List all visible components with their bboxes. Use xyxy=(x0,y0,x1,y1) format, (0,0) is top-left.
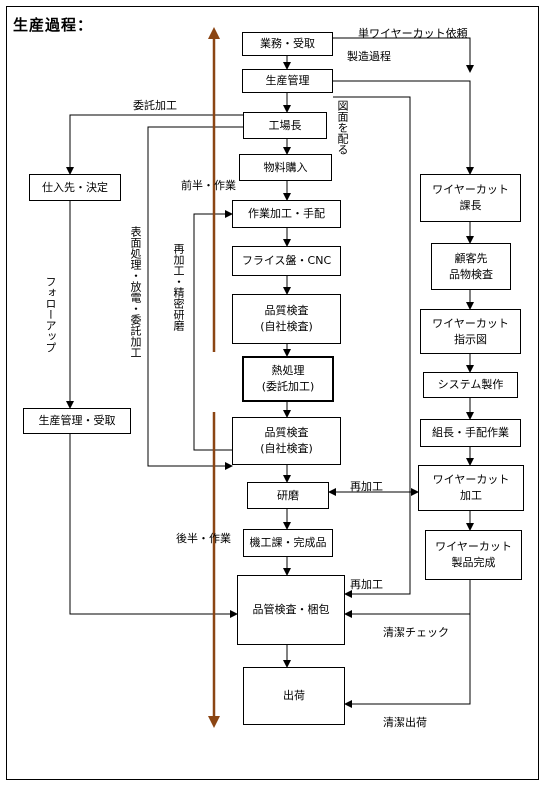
box-wc-chief: ワイヤーカット 課長 xyxy=(420,174,521,222)
arrow-drawing-to-finalqc xyxy=(333,96,411,598)
box-heat: 熱処理 (委託加工) xyxy=(242,356,334,402)
box-wc-complete: ワイヤーカット 製品完成 xyxy=(425,530,522,580)
box-system: システム製作 xyxy=(423,372,518,398)
box-ship: 出荷 xyxy=(243,667,345,725)
box-qc1: 品質検査 (自社検査) xyxy=(232,294,341,344)
box-grinding: 研磨 xyxy=(247,482,329,509)
box-final-qc: 品管検査・梱包 xyxy=(237,575,345,645)
box-prod-mgmt-recv: 生産管理・受取 xyxy=(23,408,131,434)
box-supplier: 仕入先・決定 xyxy=(29,174,121,201)
box-foreman: 組長・手配作業 xyxy=(420,419,521,447)
box-work-arrange: 作業加工・手配 xyxy=(232,200,341,228)
page-title: 生産過程： xyxy=(13,16,94,34)
label-rework-finalqc: 再加工 xyxy=(350,578,383,591)
arrow-surface-loop xyxy=(147,126,243,470)
label-rework-grinding: 再加工 xyxy=(350,480,383,493)
label-mfg-process: 製造過程 xyxy=(347,50,391,63)
box-machining-done: 機工課・完成品 xyxy=(243,529,333,557)
label-clean-check: 清潔チェック xyxy=(383,626,449,639)
box-milling: フライス盤・CNC xyxy=(232,246,341,276)
box-prod-mgmt: 生産管理 xyxy=(242,69,333,93)
arrow-to-ship xyxy=(344,614,471,708)
arrow-outsourcing-to-supplier xyxy=(66,114,243,175)
label-second-half: 後半・作業 xyxy=(176,532,231,545)
box-qc2: 品質検査 (自社検査) xyxy=(232,417,341,465)
box-purchase: 物料購入 xyxy=(239,154,332,181)
diagram-frame xyxy=(6,6,539,780)
box-wc-processing: ワイヤーカット 加工 xyxy=(418,465,524,511)
label-surface-treatment: 表面処理・放電・委託加工 xyxy=(129,226,142,358)
box-customer-insp: 顧客先 品物検査 xyxy=(431,243,511,290)
arrow-recv-to-finalqc xyxy=(69,434,238,618)
arrow-prodmgmt-to-wcchief xyxy=(333,80,474,175)
arrow-sales-to-right xyxy=(333,37,474,73)
box-factory-head: 工場長 xyxy=(243,112,327,139)
label-rework-precision: 再加工・精密研磨 xyxy=(172,243,185,331)
label-clean-ship: 清潔出荷 xyxy=(383,716,427,729)
label-outsourcing: 委託加工 xyxy=(133,99,177,112)
label-drawing: 図面を配る xyxy=(336,100,349,155)
label-follow-up: フォローアップ xyxy=(44,276,57,353)
label-wc-request: 単ワイヤーカット依頼 xyxy=(358,27,468,40)
box-sales: 業務・受取 xyxy=(242,32,333,56)
box-wc-drawing: ワイヤーカット 指示図 xyxy=(420,309,521,354)
label-first-half: 前半・作業 xyxy=(181,179,236,192)
